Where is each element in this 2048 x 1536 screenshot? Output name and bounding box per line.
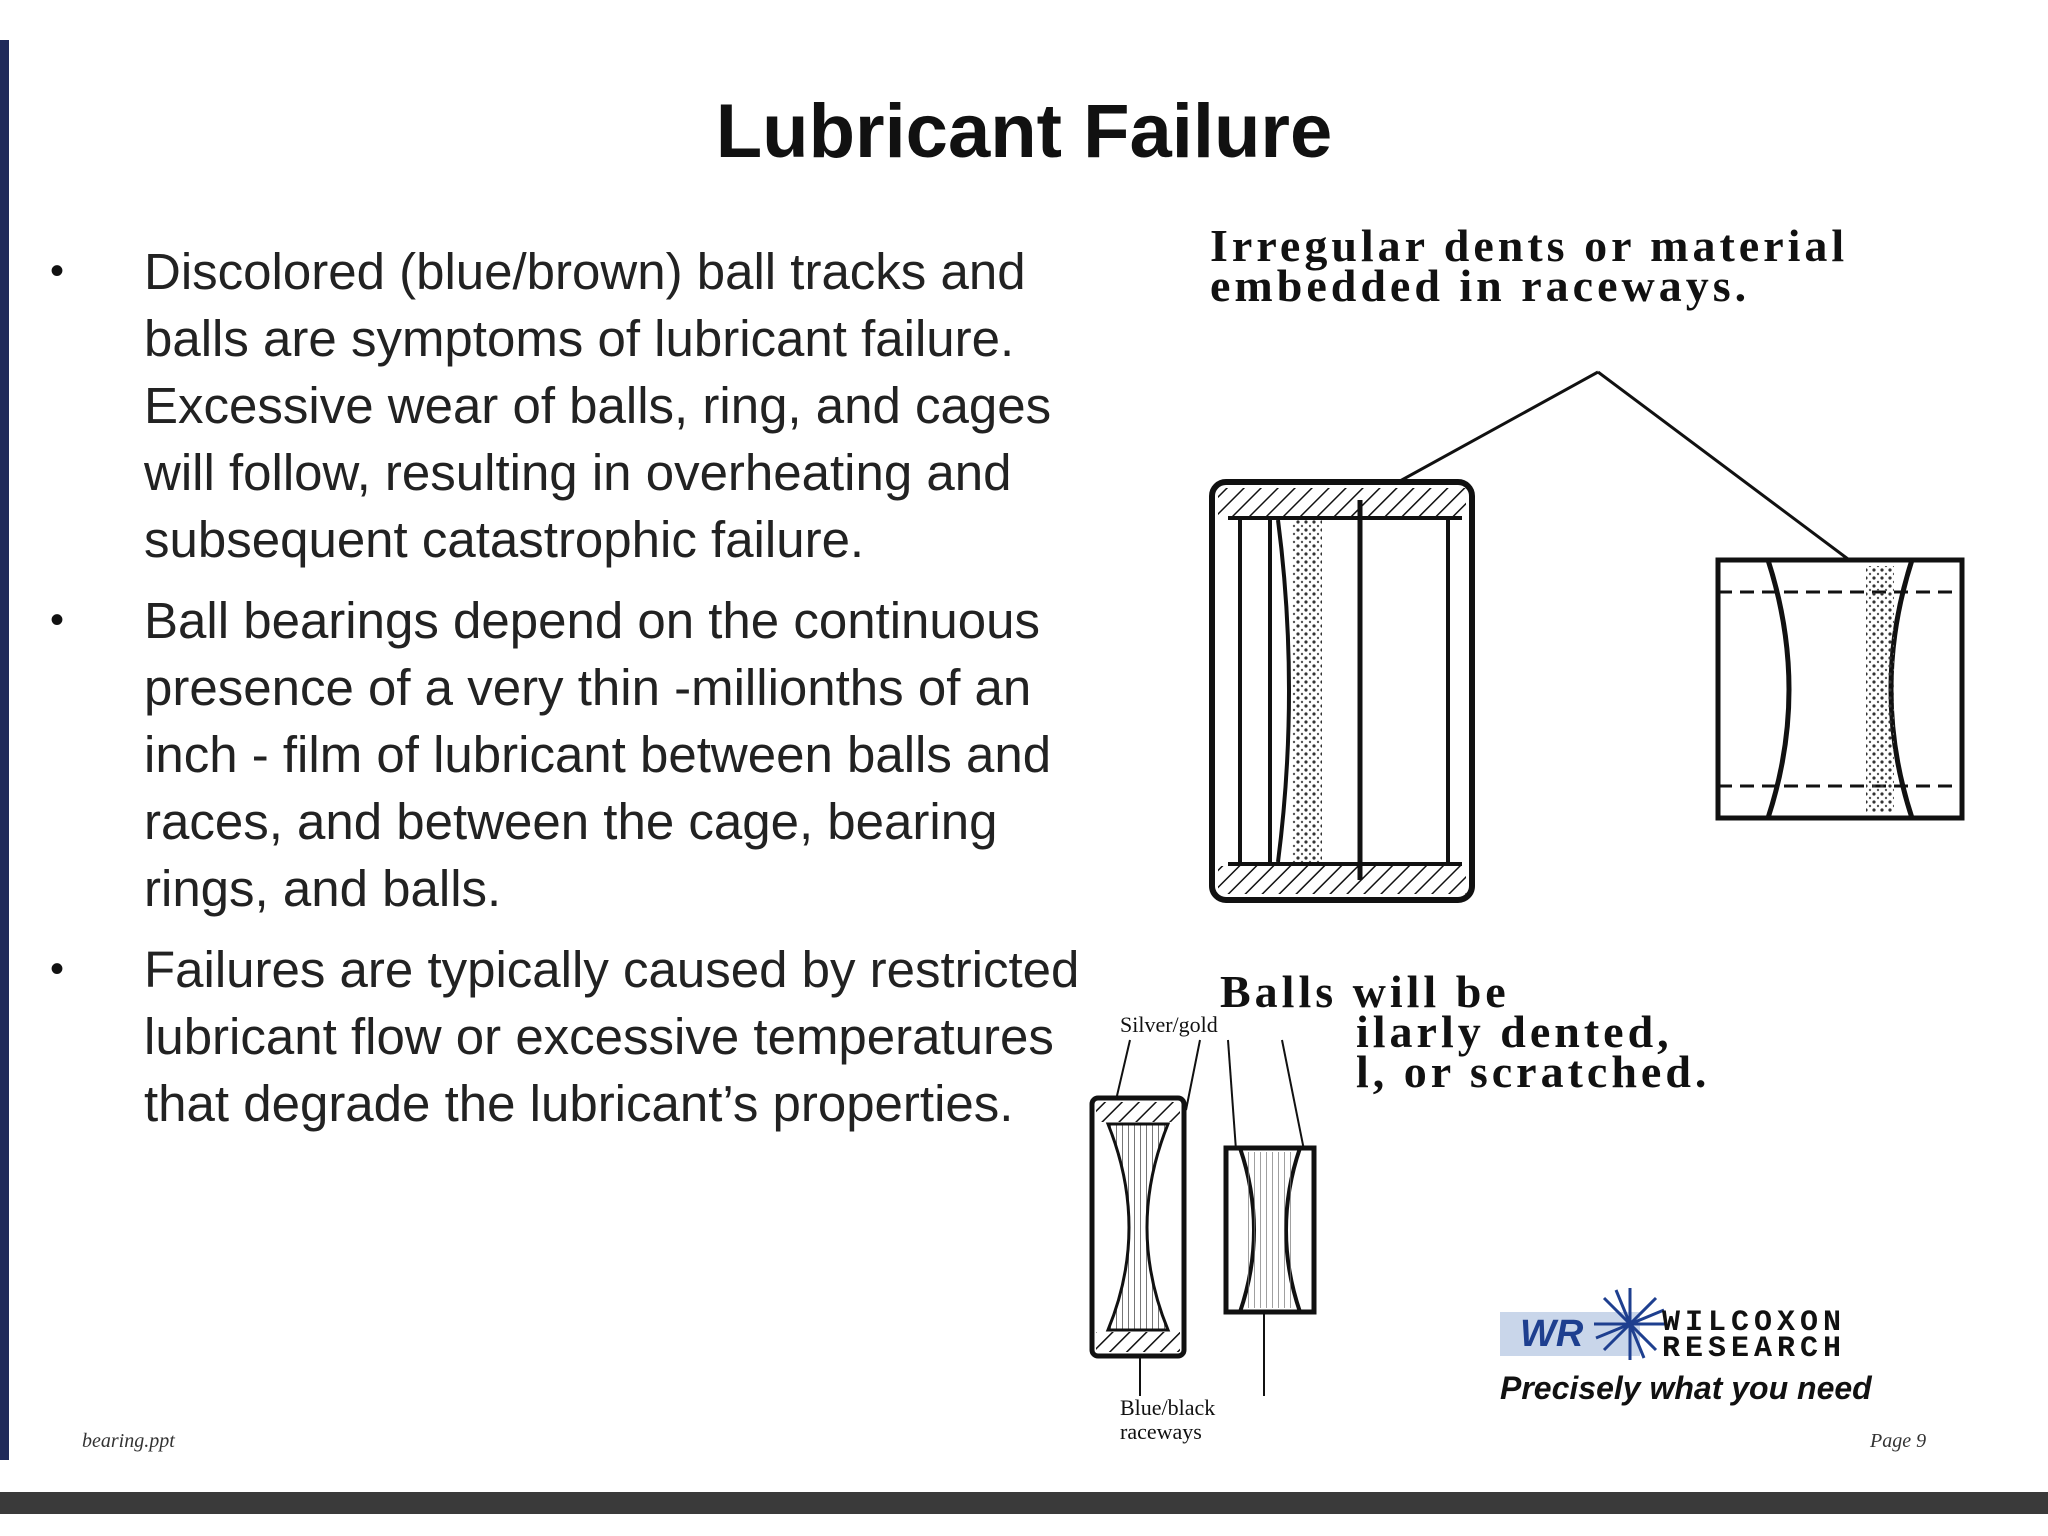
outer-ring-drawing	[1209, 479, 1475, 903]
small-label-leaders	[1115, 1039, 1305, 1396]
annotation-raceways: Irregular dents or material embedded in …	[1210, 220, 1849, 311]
bullet-marker: •	[50, 947, 65, 991]
bullet-marker: •	[50, 598, 65, 642]
leader-lines	[1379, 370, 1869, 576]
small-ring-right	[1223, 1145, 1317, 1315]
label-blue-black-line-2: raceways	[1120, 1419, 1202, 1444]
annotation-balls-line-1: Balls will be	[1220, 966, 1510, 1017]
slide-title: Lubricant Failure	[715, 89, 1333, 174]
wilcoxon-logo: WR WILCOXON RESEARCH Precisely what you …	[1500, 1284, 1960, 1414]
label-silver-gold: Silver/gold	[1120, 1012, 1218, 1037]
inner-ring-drawing	[1715, 557, 1965, 821]
footer-file-name: bearing.ppt	[82, 1430, 175, 1452]
annotation-balls-line-2: ilarly dented,	[1356, 1006, 1673, 1057]
bullet-list: • Discolored (blue/brown) ball tracks an…	[40, 238, 1080, 1151]
logo-mark: WR	[1500, 1312, 1640, 1356]
bullet-text: Ball bearings depend on the continuous p…	[144, 592, 1052, 917]
bullet-text: Discolored (blue/brown) ball tracks and …	[144, 243, 1052, 568]
bearing-diagram	[1089, 370, 1965, 1396]
bullet-marker: •	[50, 249, 65, 293]
logo-company-name: WILCOXON RESEARCH	[1662, 1306, 1847, 1366]
annotation-balls: Balls will be ilarly dented, l, or scrat…	[1220, 966, 1920, 1097]
bullet-item: • Discolored (blue/brown) ball tracks an…	[40, 238, 1080, 573]
label-blue-black: Blue/black raceways	[1120, 1396, 1215, 1444]
starburst-icon	[1594, 1288, 1666, 1360]
logo-tagline: Precisely what you need	[1500, 1370, 1872, 1406]
bullet-item: • Failures are typically caused by restr…	[40, 936, 1080, 1137]
footer-page-number: Page 9	[1870, 1430, 1927, 1452]
left-accent-bar	[0, 40, 9, 1460]
label-blue-black-line-1: Blue/black	[1120, 1395, 1216, 1420]
bottom-bar	[0, 1492, 2048, 1514]
bullet-text: Failures are typically caused by restric…	[144, 941, 1080, 1132]
bullet-item: • Ball bearings depend on the continuous…	[40, 587, 1080, 922]
small-ring-left	[1089, 1095, 1187, 1359]
annotation-balls-line-3: l, or scratched.	[1356, 1046, 1711, 1097]
